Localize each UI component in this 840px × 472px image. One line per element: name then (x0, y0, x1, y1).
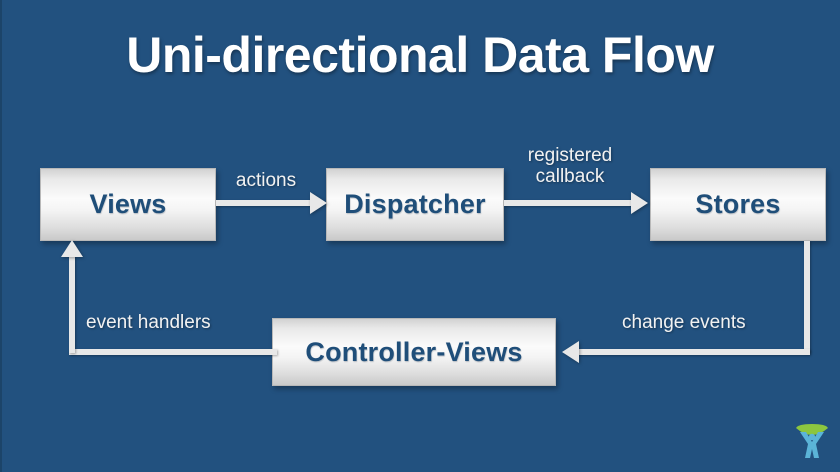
diagram-node-stores[interactable]: Stores (650, 168, 826, 241)
arrow-change-events-horizontal (578, 349, 810, 355)
edge-label-change-events: change events (622, 312, 746, 333)
edge-label-actions: actions (235, 170, 297, 191)
arrow-change-events-head-icon (562, 341, 579, 363)
arrow-registered-callback-head-icon (631, 192, 648, 214)
diagram-node-views[interactable]: Views (40, 168, 216, 241)
edge-label-registered-callback: registered callback (527, 145, 613, 188)
arrow-change-events-vertical (804, 241, 810, 353)
arrow-actions-line (216, 200, 313, 206)
arrow-actions-head-icon (310, 192, 327, 214)
arrow-event-handlers-horizontal (69, 349, 277, 355)
arrow-registered-callback-line (504, 200, 634, 206)
company-logo-icon (796, 424, 828, 458)
diagram-node-dispatcher[interactable]: Dispatcher (326, 168, 504, 241)
page-title: Uni-directional Data Flow (126, 27, 714, 83)
diagram-node-controller-views[interactable]: Controller-Views (272, 318, 556, 386)
arrow-event-handlers-vertical (69, 255, 75, 353)
edge-label-event-handlers: event handlers (86, 312, 211, 333)
arrow-event-handlers-head-icon (61, 240, 83, 257)
